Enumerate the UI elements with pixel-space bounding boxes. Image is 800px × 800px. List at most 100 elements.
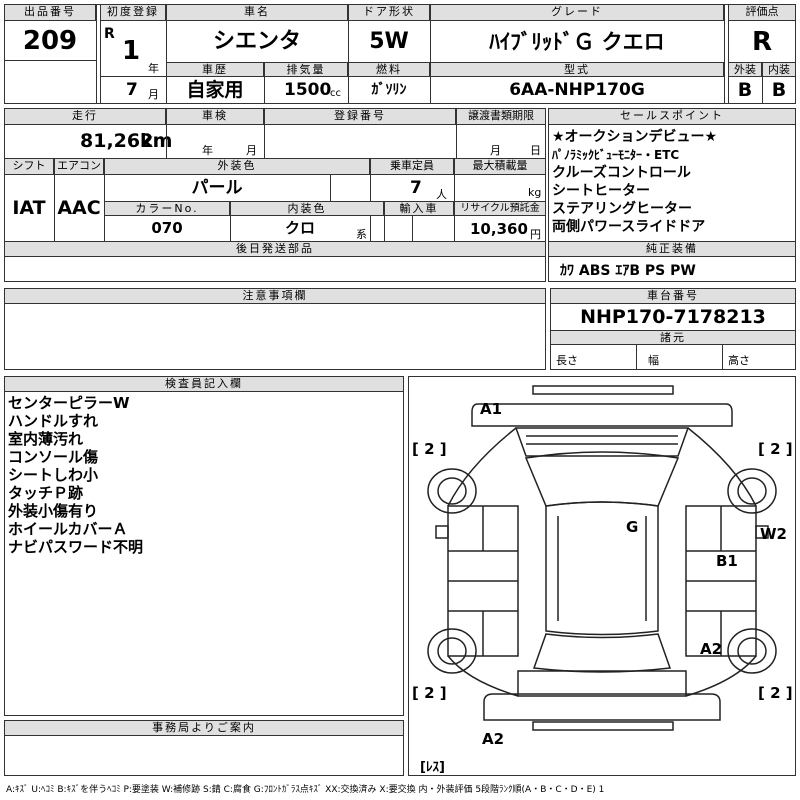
- month-number: 7: [126, 80, 138, 100]
- damage-mark-b1: B1: [716, 552, 738, 570]
- lot-number-label: 出品番号: [4, 4, 96, 21]
- transfer-label: 譲渡書類期限: [456, 108, 546, 125]
- month-unit: 月: [148, 88, 159, 101]
- mileage-unit: km: [140, 130, 173, 152]
- first-reg-label: 初度登録: [100, 4, 166, 21]
- chassis-number: NHP170-7178213: [580, 306, 766, 328]
- width-label: 幅: [648, 354, 659, 367]
- damage-mark-a2-right: A2: [700, 640, 723, 658]
- regno-label: 登録番号: [264, 108, 456, 125]
- spare-tire: [ﾚｽ]: [420, 760, 445, 775]
- transfer-month-unit: 月: [490, 144, 501, 157]
- grade: ﾊｲﾌﾞﾘｯﾄﾞＧ クエロ: [489, 30, 665, 54]
- exterior-label: 外装: [728, 62, 762, 77]
- legend: A:ｷｽﾞ U:ﾍｺﾐ B:ｷｽﾞを伴うﾍｺﾐ P:要塗装 W:補修跡 S:錆 …: [6, 785, 605, 795]
- car-diagram: [427, 385, 777, 731]
- import-label: 輸入車: [384, 201, 454, 216]
- sales-point-item: ﾊﾟﾉﾗﾐｯｸﾋﾞｭｰﾓﾆﾀｰ・ETC: [552, 148, 680, 162]
- damage-mark-g: G: [626, 518, 639, 536]
- history: 自家用: [186, 79, 244, 101]
- shift: IAT: [12, 197, 46, 219]
- inspector-note: 室内薄汚れ: [8, 430, 84, 448]
- damage-mark-a1: A1: [480, 400, 503, 418]
- year-unit: 年: [148, 62, 159, 75]
- damage-mark-a2-bottom: A2: [482, 730, 505, 748]
- capacity: 7: [410, 178, 422, 198]
- displacement-label: 排気量: [264, 62, 348, 77]
- sales-point-item: シートヒーター: [552, 183, 650, 199]
- sales-point-item: ステアリングヒーター: [552, 201, 692, 217]
- capacity-label: 乗車定員: [370, 158, 454, 175]
- sales-point-item: ★オークションデビュー★: [552, 129, 718, 145]
- sales-points-list: ★オークションデビュー★ ﾊﾟﾉﾗﾐｯｸﾋﾞｭｰﾓﾆﾀｰ・ETC クルーズコント…: [552, 128, 717, 236]
- height-label: 高さ: [728, 354, 750, 367]
- chassis-label: 車台番号: [550, 288, 796, 304]
- inspector-note: センターピラーW: [8, 394, 130, 412]
- transfer-day-unit: 日: [530, 144, 541, 157]
- damage-mark-w2: W2: [760, 525, 787, 543]
- color-no: 070: [151, 219, 183, 237]
- fuel-label: 燃料: [348, 62, 430, 77]
- inspector-note: コンソール傷: [8, 448, 99, 466]
- max-load-label: 最大積載量: [454, 158, 546, 175]
- capacity-unit: 人: [436, 188, 447, 201]
- tire-rear-right: [ 2 ]: [758, 684, 793, 702]
- inspector-note: ナビパスワード不明: [8, 538, 144, 556]
- inspector-label: 検査員記入欄: [4, 376, 404, 392]
- equipment: ｶﾜ ABS ｴｱB PS PW: [560, 263, 696, 279]
- int-color-unit: 系: [356, 228, 367, 241]
- recycle-unit: 円: [530, 228, 541, 241]
- ac: AAC: [57, 197, 101, 219]
- ext-color-label: 外装色: [104, 158, 370, 175]
- interior-grade: B: [771, 79, 787, 101]
- model: 6AA-NHP170G: [509, 80, 645, 100]
- score: R: [751, 27, 773, 57]
- history-label: 車歴: [166, 62, 264, 77]
- sales-point-item: クルーズコントロール: [552, 165, 691, 181]
- car-diagram-section: [408, 376, 796, 776]
- car-name-label: 車名: [166, 4, 348, 21]
- model-label: 型式: [430, 62, 724, 77]
- inspection-month-unit: 月: [246, 144, 257, 157]
- displacement: 1500: [284, 80, 332, 100]
- year-number: 1: [122, 36, 141, 66]
- inspector-note: 外装小傷有り: [8, 502, 99, 520]
- lot-number: 209: [22, 26, 78, 56]
- era: R: [104, 26, 115, 42]
- tire-rear-left: [ 2 ]: [412, 684, 447, 702]
- interior-label: 内装: [762, 62, 796, 77]
- score-label: 評価点: [728, 4, 796, 21]
- office-label: 事務局よりご案内: [4, 720, 404, 736]
- exterior-grade: B: [737, 79, 753, 101]
- specs-label: 諸元: [550, 330, 796, 345]
- mileage: 81,262: [80, 130, 154, 152]
- recycle-label: リサイクル預託金: [454, 201, 546, 216]
- int-color: クロ: [284, 219, 315, 237]
- inspector-notes-list: センターピラーW ハンドルすれ 室内薄汚れ コンソール傷 シートしわ小 タッチＰ…: [8, 394, 143, 556]
- sales-point-item: 両側パワースライドドア: [552, 219, 706, 235]
- door: 5W: [369, 29, 409, 54]
- int-color-label: 内装色: [230, 201, 384, 216]
- fuel: ｶﾞｿﾘﾝ: [371, 82, 407, 98]
- tire-front-left: [ 2 ]: [412, 440, 447, 458]
- max-load-unit: kg: [528, 186, 542, 199]
- mileage-label: 走行: [4, 108, 166, 125]
- recycle: 10,360: [470, 220, 528, 238]
- ext-color: パール: [191, 178, 243, 198]
- ac-label: エアコン: [54, 158, 104, 175]
- car-name: シエンタ: [212, 29, 301, 54]
- inspection-year-unit: 年: [202, 144, 213, 157]
- shift-label: シフト: [4, 158, 54, 175]
- inspector-note: タッチＰ跡: [8, 484, 84, 502]
- tire-front-right: [ 2 ]: [758, 440, 793, 458]
- inspection-label: 車検: [166, 108, 264, 125]
- length-label: 長さ: [556, 354, 578, 367]
- color-no-label: カラーNo.: [104, 201, 230, 216]
- door-label: ドア形状: [348, 4, 430, 21]
- inspector-note: ホイールカバーＡ: [8, 520, 128, 538]
- grade-label: グレード: [430, 4, 724, 21]
- inspector-note: ハンドルすれ: [8, 412, 99, 430]
- inspector-note: シートしわ小: [8, 466, 99, 484]
- equipment-label: 純正装備: [548, 241, 796, 257]
- displacement-unit: cc: [330, 88, 341, 99]
